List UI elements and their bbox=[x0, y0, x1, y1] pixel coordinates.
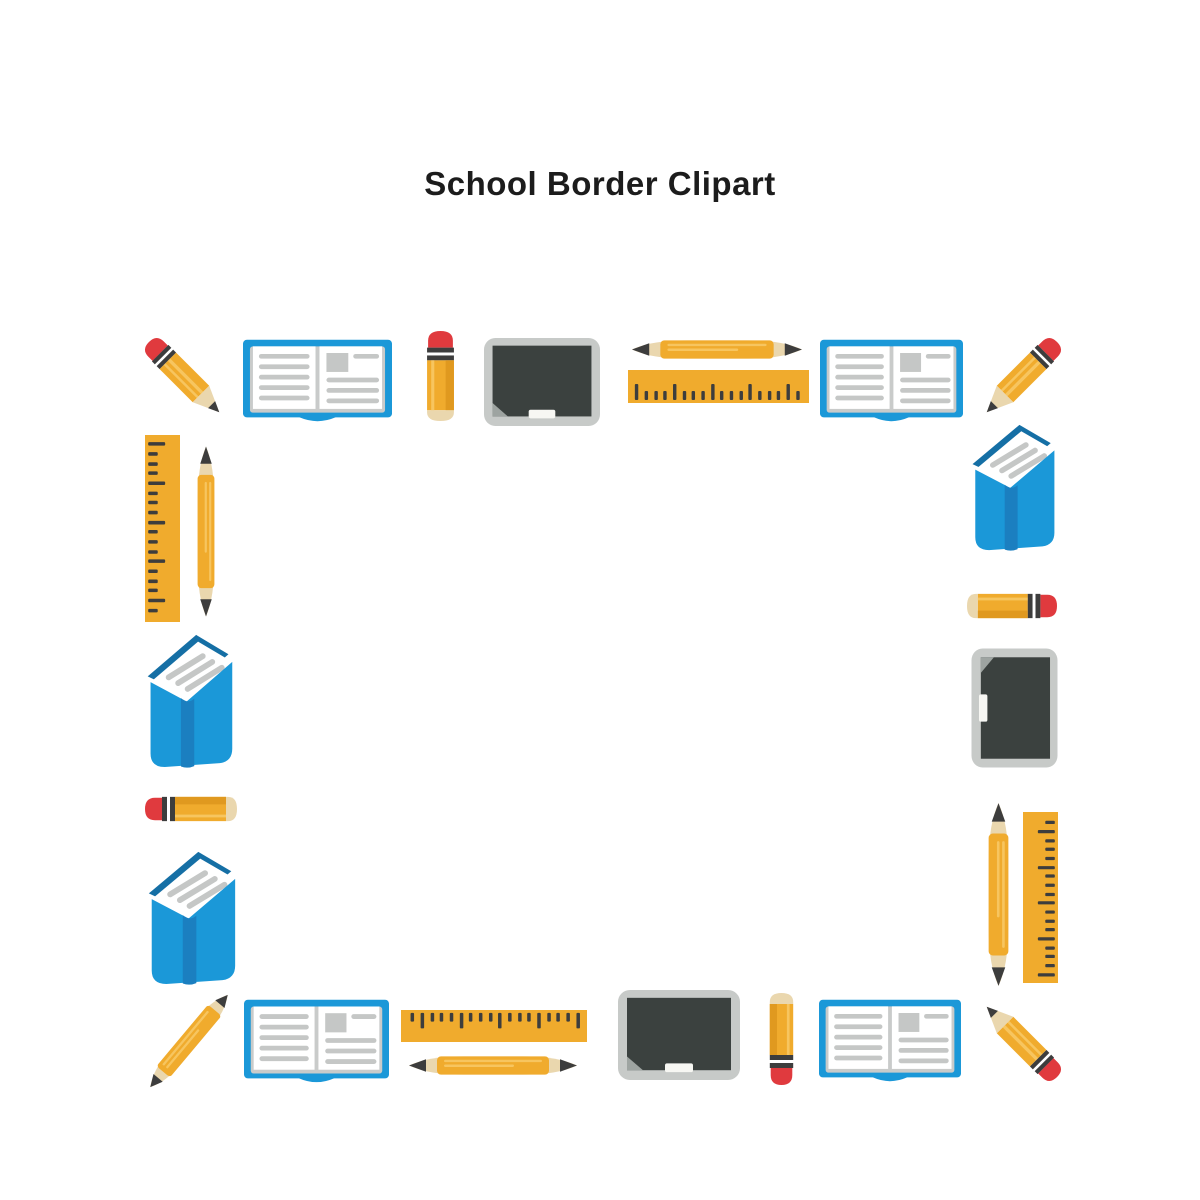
tablet-board-icon bbox=[971, 648, 1057, 768]
double-tip-pencil-icon bbox=[141, 987, 238, 1096]
pencil-stub-icon bbox=[425, 331, 456, 421]
closed-book-icon bbox=[142, 633, 237, 768]
closed-book-icon bbox=[967, 423, 1059, 551]
chalkboard-icon bbox=[618, 990, 740, 1080]
open-book-icon bbox=[243, 995, 389, 1086]
page-title: School Border Clipart bbox=[424, 165, 776, 202]
double-tip-pencil-icon bbox=[195, 445, 218, 617]
chalkboard-icon bbox=[484, 338, 600, 426]
open-book-icon bbox=[242, 335, 392, 425]
corner-pencil-icon bbox=[138, 331, 231, 424]
pencil-stub-icon bbox=[768, 993, 795, 1085]
ruler-icon bbox=[401, 1010, 587, 1042]
pencil-stub-icon bbox=[145, 795, 237, 823]
ruler-icon bbox=[627, 369, 809, 403]
double-tip-pencil-icon bbox=[631, 337, 803, 362]
ruler-icon bbox=[1022, 811, 1058, 983]
open-book-icon bbox=[819, 335, 963, 425]
double-tip-pencil-icon bbox=[985, 802, 1012, 987]
corner-pencil-icon bbox=[974, 331, 1067, 424]
corner-pencil-icon bbox=[974, 994, 1067, 1087]
open-book-icon bbox=[819, 995, 961, 1085]
double-tip-pencil-icon bbox=[408, 1053, 578, 1078]
closed-book-icon bbox=[143, 850, 240, 985]
pencil-stub-icon bbox=[967, 592, 1057, 620]
ruler-icon bbox=[144, 434, 180, 622]
